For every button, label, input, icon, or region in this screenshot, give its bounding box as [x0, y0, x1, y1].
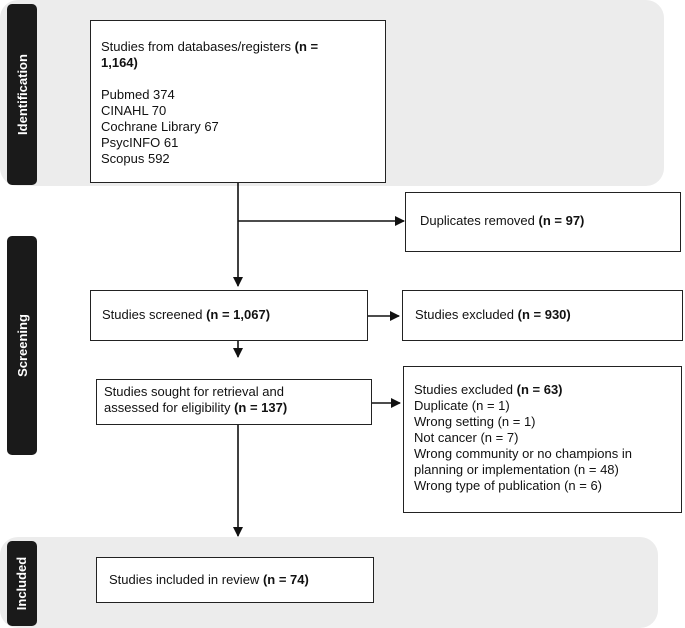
studies-screened-box: Studies screened (n = 1,067) — [90, 290, 368, 341]
studies-excluded-930-count: (n = 930) — [517, 307, 571, 322]
duplicates-removed-text: Duplicates removed — [420, 213, 535, 228]
retrieval-line1: Studies sought for retrieval and — [104, 384, 284, 399]
duplicates-removed-box: Duplicates removed (n = 97) — [405, 192, 681, 252]
studies-excluded-63-box: Studies excluded (n = 63) Duplicate (n =… — [403, 366, 682, 513]
records-identified-box: Studies from databases/registers (n = 1,… — [90, 20, 386, 183]
studies-screened-count: (n = 1,067) — [206, 307, 271, 322]
source-cochrane: Cochrane Library 67 — [101, 119, 219, 134]
studies-included-count: (n = 74) — [262, 572, 309, 587]
source-pubmed: Pubmed 374 — [101, 87, 175, 102]
exclusion-reason-not-cancer: Not cancer (n = 7) — [414, 430, 519, 445]
source-scopus: Scopus 592 — [101, 151, 170, 166]
exclusion-reason-wrong-setting: Wrong setting (n = 1) — [414, 414, 536, 429]
exclusion-reason-duplicate: Duplicate (n = 1) — [414, 398, 510, 413]
screening-stage-label: Screening — [7, 236, 37, 455]
records-identified-count-b: 1,164) — [101, 55, 138, 70]
retrieval-line2: assessed for eligibility — [104, 400, 231, 415]
exclusion-reason-wrong-community: Wrong community or no champions in — [414, 446, 632, 461]
duplicates-removed-count: (n = 97) — [538, 213, 585, 228]
exclusion-reason-wrong-publication: Wrong type of publication (n = 6) — [414, 478, 603, 493]
studies-included-box: Studies included in review (n = 74) — [96, 557, 374, 603]
studies-excluded-63-title: Studies excluded — [414, 382, 514, 397]
studies-included-text: Studies included in review — [109, 572, 260, 587]
identification-stage-label: Identification — [7, 4, 37, 185]
studies-screened-text: Studies screened — [102, 307, 203, 322]
retrieval-assessed-box: Studies sought for retrieval and assesse… — [96, 379, 372, 425]
source-cinahl: CINAHL 70 — [101, 103, 167, 118]
source-psycinfo: PsycINFO 61 — [101, 135, 179, 150]
retrieval-count: (n = 137) — [234, 400, 288, 415]
studies-excluded-63-count: (n = 63) — [516, 382, 563, 397]
exclusion-reason-wrong-community-cont: planning or implementation (n = 48) — [414, 462, 619, 477]
studies-excluded-930-box: Studies excluded (n = 930) — [402, 290, 683, 341]
records-identified-title: Studies from databases/registers — [101, 39, 292, 54]
records-identified-count-a: (n = — [294, 39, 319, 54]
included-stage-label: Included — [7, 541, 37, 626]
studies-excluded-930-text: Studies excluded — [415, 307, 515, 322]
